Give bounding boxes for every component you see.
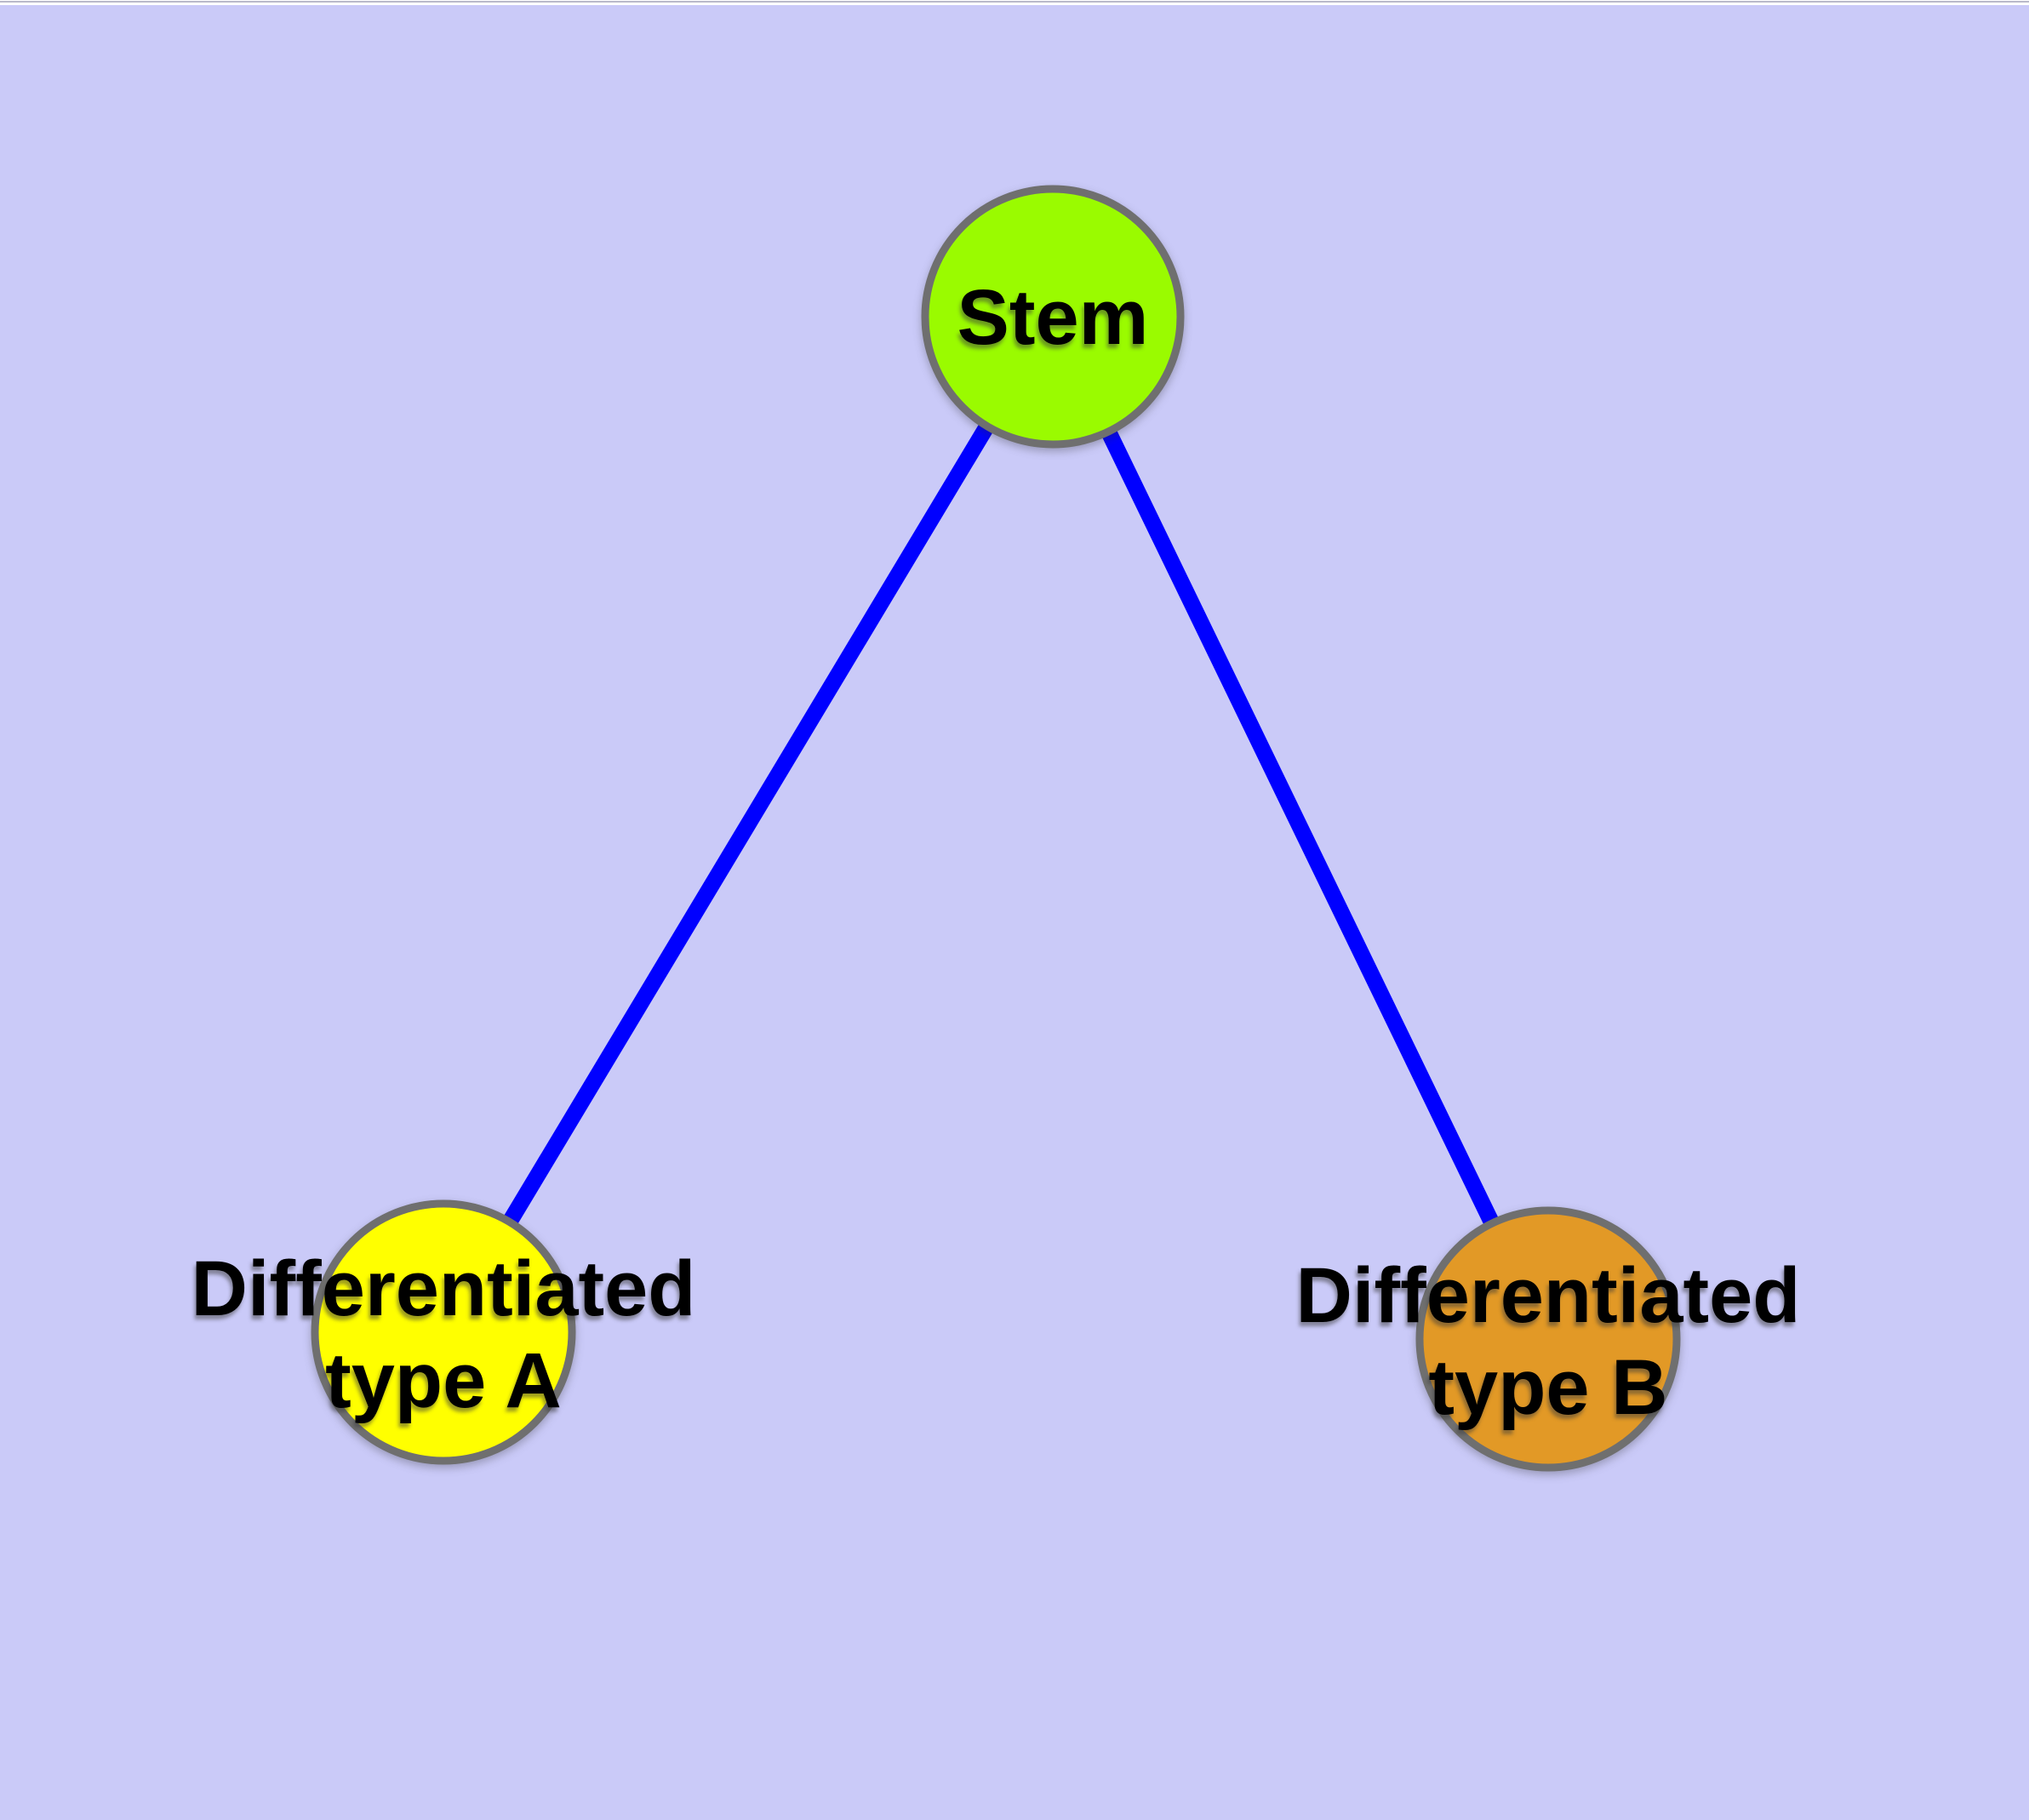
node-differentiated-type-b-label-line1: Differentiated — [1296, 1252, 1801, 1339]
node-differentiated-type-b-circle[interactable] — [1415, 1206, 1681, 1472]
edge-stem-to-type-b[interactable] — [1045, 312, 1556, 1343]
node-differentiated-type-b[interactable]: Differentiated type B — [1296, 1206, 1801, 1472]
top-hairline — [0, 1, 2029, 3]
edge-stem-to-type-a[interactable] — [436, 312, 1060, 1336]
node-stem[interactable]: Stem — [921, 185, 1185, 449]
node-differentiated-type-a-label-line2: type A — [325, 1337, 562, 1424]
node-differentiated-type-a-label-line1: Differentiated — [191, 1245, 696, 1332]
node-stem-circle[interactable] — [921, 185, 1185, 449]
node-differentiated-type-a[interactable]: Differentiated type A — [191, 1199, 696, 1465]
node-differentiated-type-b-label-line2: type B — [1428, 1344, 1667, 1431]
node-differentiated-type-a-circle[interactable] — [311, 1199, 576, 1465]
node-stem-label: Stem — [957, 274, 1149, 361]
